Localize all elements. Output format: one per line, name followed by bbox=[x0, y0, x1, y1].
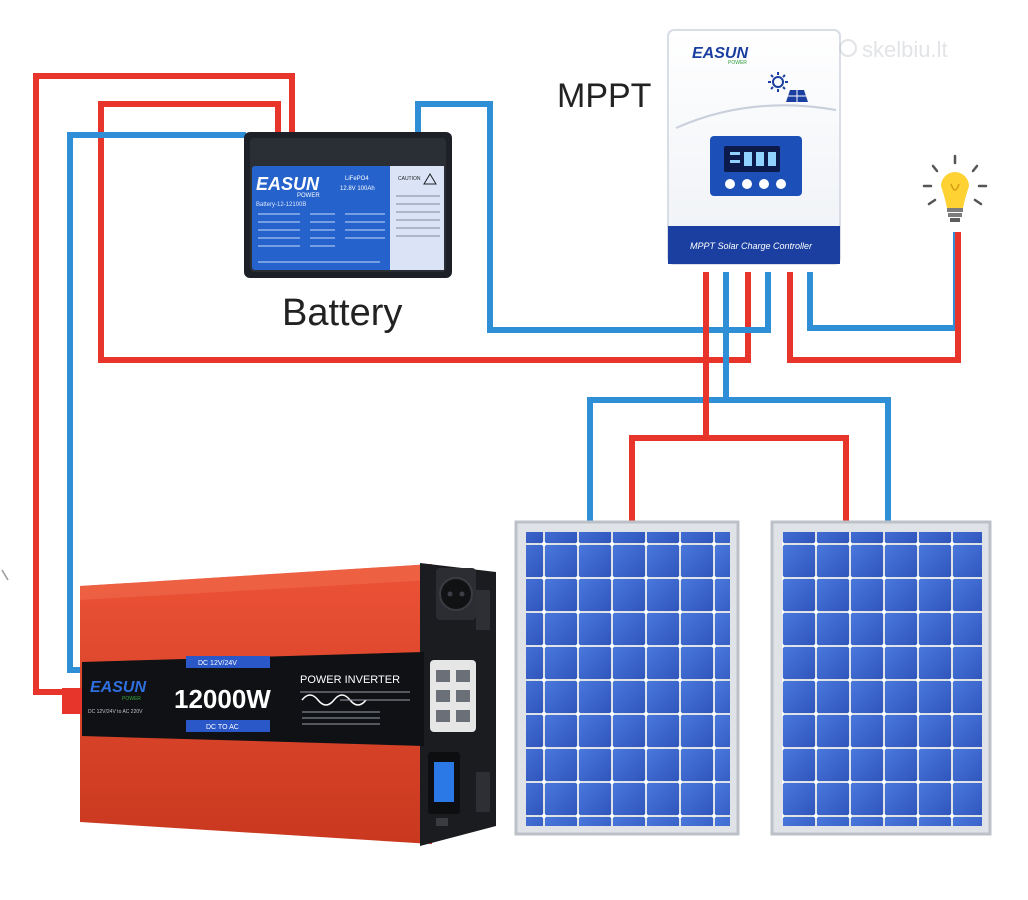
inverter-output-spec: DC TO AC bbox=[206, 724, 239, 731]
battery: EASUN POWER Battery-12-12100B LiFePO4 12… bbox=[244, 132, 452, 278]
inverter-power-rating: 12000W bbox=[174, 684, 271, 714]
wire-battery-positive-to-mppt bbox=[98, 101, 751, 363]
inverter-display bbox=[434, 762, 454, 802]
battery-caution-lines bbox=[396, 195, 440, 237]
mppt-lcd-digits bbox=[730, 152, 776, 166]
mppt-buttons bbox=[725, 179, 786, 189]
wire-pv-positive-2 bbox=[706, 435, 849, 522]
battery-label: Battery bbox=[282, 292, 402, 334]
battery-brand: EASUN bbox=[256, 174, 320, 194]
inverter-fins bbox=[476, 590, 490, 812]
sine-wave-icon bbox=[301, 694, 367, 706]
mppt-swoosh bbox=[675, 104, 837, 129]
edge-mark bbox=[1, 569, 9, 581]
power-inverter: DC 12V/24V DC TO AC EASUN POWER DC 12V/2… bbox=[62, 563, 496, 846]
watermark: skelbiu.lt bbox=[839, 37, 948, 62]
battery-rating: 12.8V 100Ah bbox=[340, 186, 375, 192]
solar-panel-right bbox=[770, 520, 992, 836]
wire-battery-positive-to-inverter bbox=[33, 73, 295, 695]
wire-pv-negative-2 bbox=[726, 397, 891, 522]
sun-icon bbox=[768, 72, 788, 92]
light-bulb-icon bbox=[922, 154, 988, 222]
inverter-spec-lines bbox=[300, 691, 410, 725]
solar-panel-left bbox=[514, 520, 740, 836]
wire-pv-negative bbox=[587, 272, 729, 522]
solar-panel-icon bbox=[786, 90, 808, 102]
inverter-brand: EASUN bbox=[90, 679, 146, 696]
battery-caution: CAUTION bbox=[398, 176, 421, 182]
mppt-controller: EASUN POWER bbox=[667, 29, 841, 265]
wire-load-positive bbox=[787, 232, 961, 363]
inverter-small-spec: DC 12V/24V to AC 220V bbox=[88, 709, 143, 715]
battery-brand-sub: POWER bbox=[297, 193, 320, 199]
inverter-title: POWER INVERTER bbox=[300, 674, 400, 686]
inverter-input-spec: DC 12V/24V bbox=[198, 660, 237, 667]
mppt-brand-sub: POWER bbox=[728, 60, 747, 66]
watermark-text: skelbiu.lt bbox=[862, 37, 948, 62]
battery-spec-lines bbox=[258, 213, 385, 263]
wire-battery-negative-to-mppt bbox=[415, 101, 771, 333]
ac-outlet bbox=[439, 577, 473, 611]
mppt-brand: EASUN bbox=[692, 45, 748, 62]
wire-pv-positive bbox=[629, 272, 709, 522]
battery-chemistry: LiFePO4 bbox=[345, 176, 369, 182]
wiring bbox=[33, 73, 961, 695]
mppt-label: MPPT bbox=[557, 77, 651, 115]
warning-icon bbox=[423, 173, 437, 185]
inverter-brand-sub: POWER bbox=[122, 696, 141, 702]
battery-model: Battery-12-12100B bbox=[256, 202, 306, 208]
wire-battery-negative-to-inverter bbox=[67, 132, 246, 673]
mppt-panel-text: MPPT Solar Charge Controller bbox=[690, 241, 813, 251]
